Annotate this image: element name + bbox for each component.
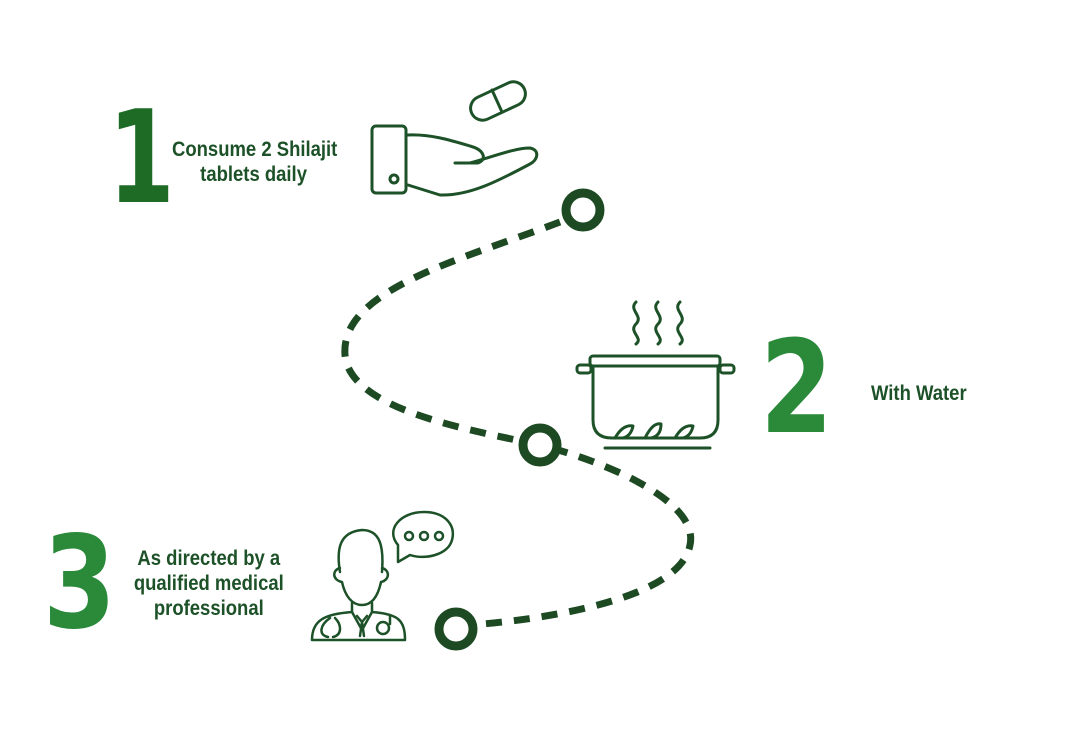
step-3-number: 3 (43, 509, 117, 658)
cooking-pot-icon (575, 300, 736, 450)
path-node-3 (434, 607, 478, 651)
step-3-line-3: professional (153, 597, 264, 620)
hand-with-pill-icon (370, 80, 539, 197)
step-1-number: 1 (108, 84, 175, 233)
step-1-line-2: tablets daily (200, 163, 307, 186)
step-2-number: 2 (760, 314, 834, 463)
step-3-line-1: As directed by a (137, 547, 281, 570)
doctor-icon (310, 510, 455, 642)
path-node-1 (561, 188, 605, 232)
step-1-line-1: Consume 2 Shilajit (172, 138, 338, 161)
dashed-path (341, 218, 695, 629)
step-3-line-2: qualified medical (133, 572, 284, 595)
step-3-text: As directed by a qualified medical profe… (123, 546, 295, 621)
path-node-2 (518, 423, 562, 467)
step-2-text: With Water (871, 382, 967, 405)
step-1-text: Consume 2 Shilajit tablets daily (172, 137, 337, 187)
